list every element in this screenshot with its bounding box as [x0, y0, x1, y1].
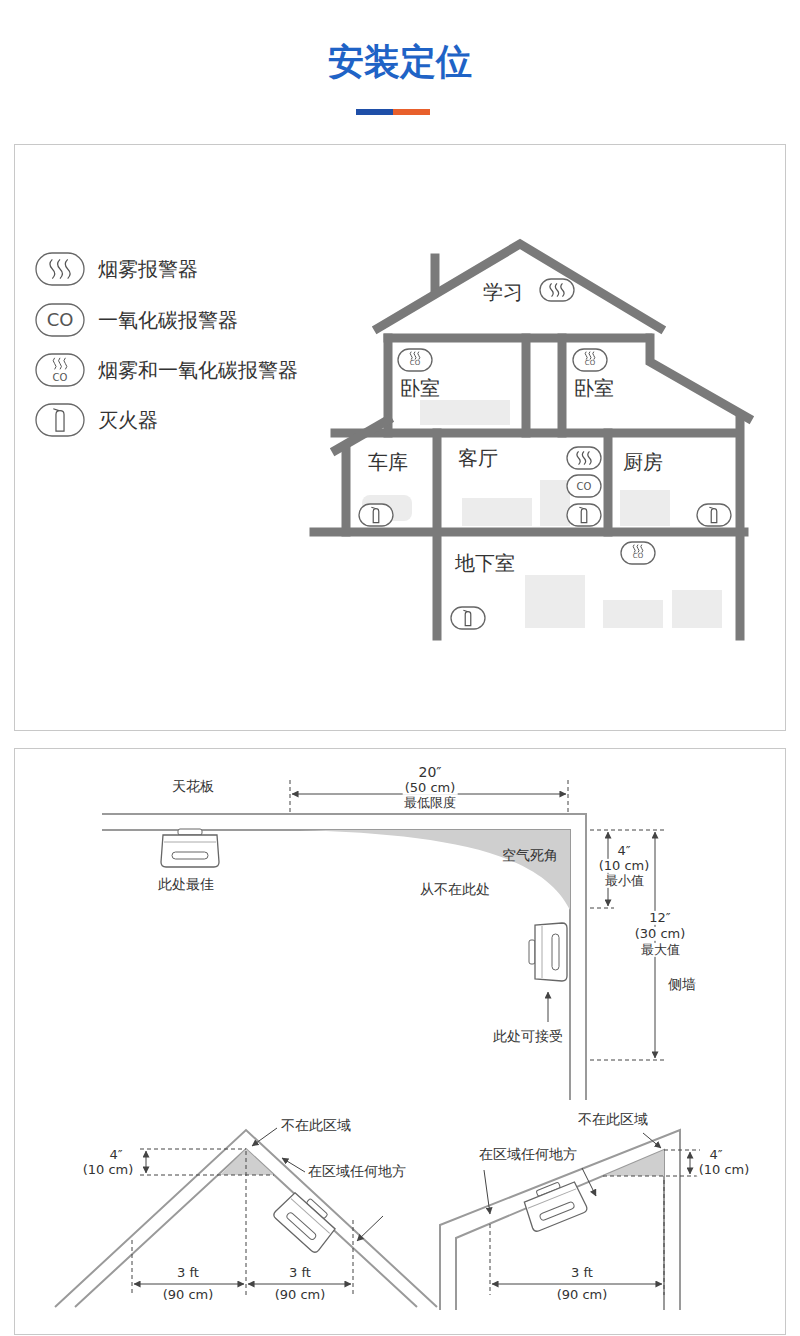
annotation-label: 3 ft: [569, 1266, 595, 1280]
annotation-label: 此处可接受: [491, 1029, 565, 1044]
legend-text: 烟雾和一氧化碳报警器: [98, 357, 298, 384]
room-label: 厨房: [621, 451, 665, 473]
title-bar: [356, 109, 393, 115]
annotation-label: 此处最佳: [156, 877, 216, 892]
annotation-label: (90 cm): [273, 1288, 328, 1302]
co-icon: [36, 304, 84, 336]
co-icon: [567, 475, 601, 497]
ceiling-wall: [102, 814, 586, 1100]
detector-device: [520, 1176, 588, 1233]
detector-device: [272, 1187, 341, 1254]
smoke-icon: [567, 447, 601, 469]
room-label: 学习: [481, 281, 525, 303]
annotation-label: 4″: [107, 1148, 124, 1162]
annotation-label: 侧墙: [666, 977, 698, 992]
annotation-label: (30 cm): [633, 927, 688, 941]
icon-text: CO: [410, 360, 420, 368]
sloped-ceiling: [440, 1130, 680, 1310]
annotation-label: 在区域任何地方: [306, 1164, 408, 1179]
room-label: 地下室: [453, 552, 517, 574]
legend-text: 一氧化碳报警器: [98, 307, 238, 334]
room-label: 卧室: [398, 377, 442, 399]
icon-text: CO: [577, 481, 592, 492]
ext-icon: [36, 404, 84, 436]
annotation-label: 天花板: [170, 779, 216, 794]
annotation-label: 12″: [647, 911, 672, 925]
detector-device: [161, 829, 219, 867]
legend-text: 灭火器: [98, 407, 158, 434]
annotation-label: (50 cm): [403, 781, 458, 795]
smoke-icon: [540, 279, 574, 301]
dimension-lines: [132, 1128, 383, 1295]
annotation-label: 4″: [707, 1148, 724, 1162]
room-label: 卧室: [572, 377, 616, 399]
annotation-label: 在区域任何地方: [477, 1147, 579, 1162]
detector-device: [529, 923, 567, 981]
ext-icon: [567, 504, 601, 526]
excluded-zone: [220, 1149, 274, 1175]
ext-icon: [451, 607, 485, 629]
excluded-zone: [603, 1150, 664, 1176]
title-bar: [393, 109, 430, 115]
combo-icon: [621, 542, 655, 564]
furniture: [362, 400, 722, 628]
annotation-label: 3 ft: [287, 1266, 313, 1280]
room-label: 客厅: [456, 447, 500, 469]
annotation-label: 不在此区域: [279, 1118, 353, 1133]
annotation-label: (10 cm): [597, 859, 652, 873]
annotation-label: 20″: [416, 765, 443, 780]
annotation-label: (10 cm): [697, 1163, 752, 1177]
annotation-label: 最小值: [603, 874, 646, 888]
smoke-icon: [36, 253, 84, 285]
icon-text: CO: [633, 553, 643, 561]
icon-text: CO: [53, 372, 68, 383]
ext-icon: [697, 504, 731, 526]
room-label: 车库: [366, 451, 410, 473]
annotation-label: 3 ft: [175, 1266, 201, 1280]
peaked-roof: [55, 1130, 437, 1307]
annotation-label: (90 cm): [555, 1288, 610, 1302]
page-title: 安装定位: [328, 38, 472, 87]
dead-air-zone: [300, 830, 570, 910]
dimension-lines: [290, 780, 665, 1060]
annotation-label: (10 cm): [81, 1163, 136, 1177]
annotation-label: 最大值: [639, 943, 682, 957]
panel: [15, 749, 786, 1335]
combo-icon: [398, 349, 432, 371]
icon-text: CO: [47, 310, 74, 330]
panel: [15, 145, 786, 731]
annotation-label: 最低限度: [402, 796, 458, 810]
ext-icon: [359, 504, 393, 526]
annotation-label: (90 cm): [161, 1288, 216, 1302]
annotation-label: 空气死角: [500, 848, 560, 863]
annotation-label: 不在此区域: [576, 1112, 650, 1127]
combo-icon: [36, 354, 84, 386]
annotation-label: 4″: [615, 844, 632, 858]
icon-text: CO: [585, 360, 595, 368]
annotation-label: 从不在此处: [418, 882, 492, 897]
legend-text: 烟雾报警器: [98, 256, 198, 283]
house-outline: [314, 244, 748, 636]
combo-icon: [573, 349, 607, 371]
